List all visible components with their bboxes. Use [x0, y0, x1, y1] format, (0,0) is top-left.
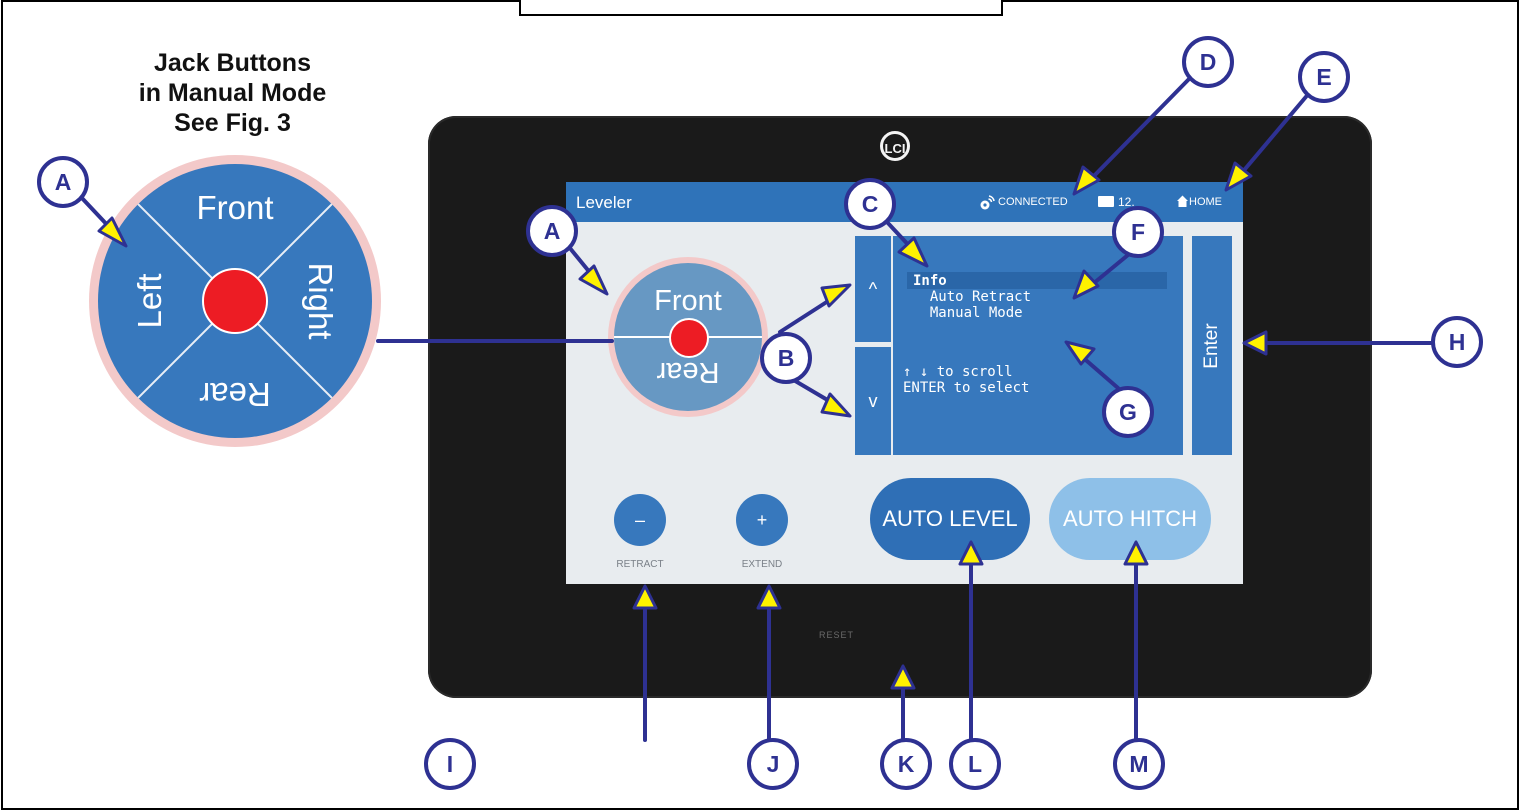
callout-l: L: [949, 738, 1001, 790]
arrow-m: [1123, 540, 1149, 566]
callout-m: M: [1113, 738, 1165, 790]
reset-label: RESET: [819, 630, 855, 640]
callout-i: I: [424, 738, 476, 790]
caption-line-3: See Fig. 3: [174, 109, 291, 137]
callout-f: F: [1112, 206, 1164, 258]
figure-header-tab: [519, 0, 1003, 16]
screen-title: Leveler: [576, 193, 632, 212]
jack-front-button[interactable]: Front: [196, 189, 274, 226]
battery-icon: [1098, 196, 1114, 207]
jack-pad-small[interactable]: Front Rear: [614, 263, 762, 411]
menu-item-manual-mode[interactable]: Manual Mode: [913, 305, 1023, 321]
callout-a-screen: A: [526, 205, 578, 257]
callout-d: D: [1182, 36, 1234, 88]
connection-status: CONNECTED: [998, 196, 1068, 208]
arrow-d: [1072, 165, 1101, 196]
auto-level-button[interactable]: AUTO LEVEL: [870, 478, 1030, 560]
arrow-g: [1064, 340, 1096, 366]
menu-hint-scroll: ↑ ↓ to scroll: [903, 364, 1013, 380]
callout-k: K: [880, 738, 932, 790]
leader-e: [1238, 90, 1312, 177]
callout-e: E: [1298, 51, 1350, 103]
lci-logo: LCI: [880, 131, 910, 161]
scroll-up-button[interactable]: ^: [855, 236, 891, 342]
jack-front-button[interactable]: Front: [654, 285, 722, 317]
callout-b: B: [760, 332, 812, 384]
home-button[interactable]: HOME: [1189, 196, 1222, 208]
extend-label: EXTEND: [741, 559, 783, 570]
callout-a-left: A: [37, 156, 89, 208]
jack-buttons-caption: Jack Buttons in Manual Mode See Fig. 3: [100, 48, 365, 138]
arrow-f: [1072, 269, 1100, 300]
callout-h: H: [1431, 316, 1483, 368]
leader-g: [1078, 353, 1120, 390]
auto-hitch-button[interactable]: AUTO HITCH: [1049, 478, 1211, 560]
retract-label: RETRACT: [616, 559, 664, 570]
arrow-k: [890, 664, 916, 690]
jack-center-indicator: [202, 268, 268, 334]
callout-j: J: [747, 738, 799, 790]
scroll-down-button[interactable]: v: [855, 347, 891, 455]
arrow-l: [958, 540, 984, 566]
arrow-e: [1224, 161, 1253, 192]
arrow-c: [897, 236, 929, 268]
extend-button[interactable]: +: [736, 494, 788, 546]
arrow-a-screen: [578, 264, 609, 296]
wireless-remote-icon: [980, 195, 995, 210]
callout-c: C: [844, 178, 896, 230]
jack-center-indicator: [669, 318, 709, 358]
battery-voltage: 12.: [1118, 195, 1135, 209]
enter-button[interactable]: Enter: [1192, 236, 1232, 455]
jack-pad-manual-mode[interactable]: Front Rear Left Right: [98, 164, 372, 438]
arrow-j: [756, 584, 782, 610]
caption-line-1: Jack Buttons: [154, 49, 311, 77]
arrow-b-up: [820, 283, 852, 308]
leader-d: [1088, 76, 1192, 182]
menu-item-info[interactable]: Info: [913, 273, 947, 289]
arrow-h: [1242, 330, 1268, 356]
arrow-b-down: [820, 392, 852, 418]
caption-line-2: in Manual Mode: [138, 79, 327, 107]
home-icon[interactable]: [1177, 195, 1188, 207]
retract-button[interactable]: –: [614, 494, 666, 546]
arrow-i: [632, 584, 658, 610]
leader-f: [1092, 253, 1130, 285]
callout-g: G: [1102, 386, 1154, 438]
menu-item-auto-retract[interactable]: Auto Retract: [913, 289, 1032, 305]
menu-hint-select: ENTER to select: [903, 380, 1030, 396]
arrow-a-left: [97, 216, 128, 248]
